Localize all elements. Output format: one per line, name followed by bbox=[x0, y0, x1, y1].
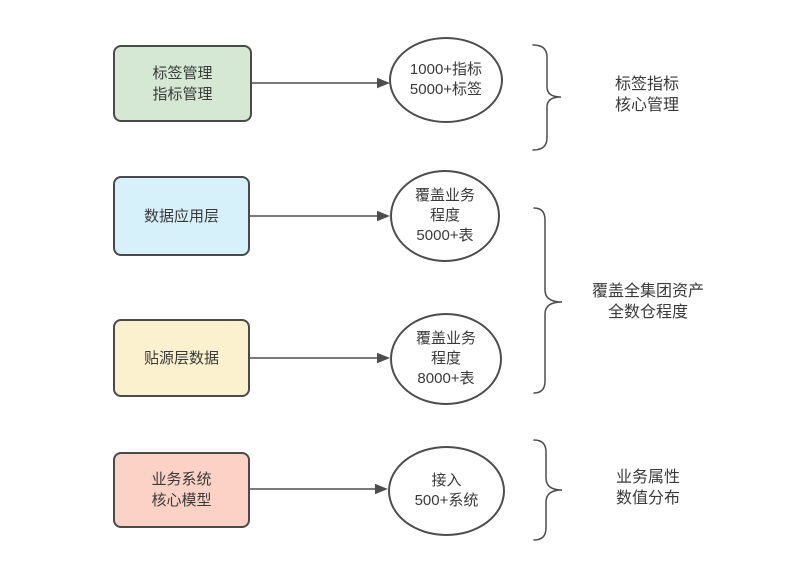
box-data-application-layer: 数据应用层 bbox=[113, 176, 250, 256]
ellipse-label: 1000+指标 5000+标签 bbox=[410, 60, 482, 100]
box-label: 数据应用层 bbox=[144, 206, 219, 227]
box-label: 标签管理 指标管理 bbox=[152, 63, 212, 105]
box-label: 贴源层数据 bbox=[144, 348, 219, 369]
box-label: 业务系统 核心模型 bbox=[151, 469, 211, 511]
ellipse-label-line: 8000+表 bbox=[417, 370, 475, 387]
ellipse-label: 接入 500+系统 bbox=[415, 471, 479, 511]
ellipse-label-line: 程度 bbox=[430, 350, 461, 367]
brace-label-line: 数值分布 bbox=[615, 490, 680, 507]
ellipse-label-line: 500+系统 bbox=[414, 492, 479, 509]
ellipse-access-500-systems: 接入 500+系统 bbox=[388, 446, 505, 536]
arrow-row4 bbox=[250, 483, 388, 495]
ellipse-label-line: 覆盖业务 bbox=[415, 330, 476, 347]
brace-label-line: 核心管理 bbox=[614, 97, 679, 114]
brace-label-group-assets: 覆盖全集团资产 全数仓程度 bbox=[558, 281, 738, 323]
ellipse-tag-metric-counts: 1000+指标 5000+标签 bbox=[389, 37, 503, 123]
box-label-line: 数据应用层 bbox=[143, 207, 219, 225]
box-label-line: 指标管理 bbox=[152, 85, 213, 103]
ellipse-coverage-5000-tables: 覆盖业务 程度 5000+表 bbox=[390, 170, 500, 262]
brace-row4 bbox=[533, 439, 563, 541]
ellipse-label-line: 1000+指标 bbox=[409, 61, 483, 78]
box-business-system-core-model: 业务系统 核心模型 bbox=[113, 452, 250, 528]
arrow-row2 bbox=[250, 210, 390, 222]
ellipse-label: 覆盖业务 程度 8000+表 bbox=[416, 329, 476, 389]
box-label-line: 贴源层数据 bbox=[143, 349, 219, 367]
ellipse-label-line: 覆盖业务 bbox=[414, 187, 475, 204]
ellipse-label-line: 接入 bbox=[431, 472, 462, 489]
box-source-layer-data: 贴源层数据 bbox=[113, 319, 250, 397]
ellipse-label-line: 5000+表 bbox=[416, 227, 474, 244]
brace-label-business-attributes: 业务属性 数值分布 bbox=[568, 467, 728, 509]
ellipse-label: 覆盖业务 程度 5000+表 bbox=[415, 186, 475, 246]
arrow-row1 bbox=[252, 77, 390, 89]
brace-row1 bbox=[532, 44, 562, 151]
brace-label-line: 标签指标 bbox=[614, 76, 679, 93]
ellipse-label-line: 5000+标签 bbox=[409, 81, 483, 98]
ellipse-coverage-8000-tables: 覆盖业务 程度 8000+表 bbox=[390, 313, 502, 405]
box-label-line: 标签管理 bbox=[152, 64, 213, 82]
brace-label-line: 业务属性 bbox=[615, 469, 680, 486]
brace-label-line: 全数仓程度 bbox=[607, 304, 688, 321]
box-tag-metric-management: 标签管理 指标管理 bbox=[113, 45, 252, 122]
ellipse-label-line: 程度 bbox=[429, 207, 460, 224]
brace-label-line: 覆盖全集团资产 bbox=[591, 283, 704, 300]
box-label-line: 核心模型 bbox=[151, 492, 212, 509]
box-label-line: 业务系统 bbox=[151, 471, 212, 488]
brace-label-tag-metric: 标签指标 核心管理 bbox=[567, 74, 727, 116]
arrow-row3 bbox=[250, 352, 390, 364]
